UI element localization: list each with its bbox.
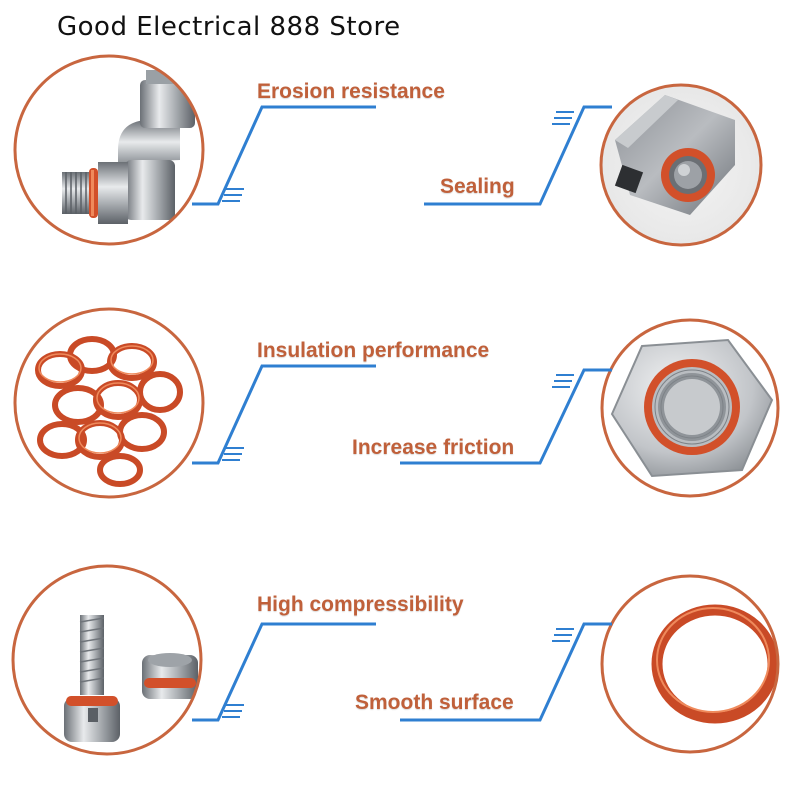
oring-pile-image [15, 309, 203, 497]
feature-label-insulation-performance: Insulation performance [257, 339, 490, 362]
hex-nut-image [602, 320, 778, 496]
store-title: Good Electrical 888 Store [57, 12, 401, 42]
feature-label-smooth-surface: Smooth surface [355, 691, 514, 714]
elbow-fitting-image [15, 56, 203, 244]
feature-label-sealing: Sealing [440, 175, 515, 198]
image-ring-outlines [11, 54, 780, 756]
thread-lines [62, 172, 90, 214]
single-oring-image [602, 576, 778, 752]
sleeve-image [601, 85, 761, 245]
feature-label-increase-friction: Increase friction [352, 436, 515, 459]
feature-label-erosion-resistance: Erosion resistance [257, 80, 445, 103]
connector-lines [192, 105, 612, 722]
hash-marks [222, 111, 574, 718]
feature-label-high-compressibility: High compressibility [257, 593, 464, 616]
screws-image [13, 566, 201, 754]
